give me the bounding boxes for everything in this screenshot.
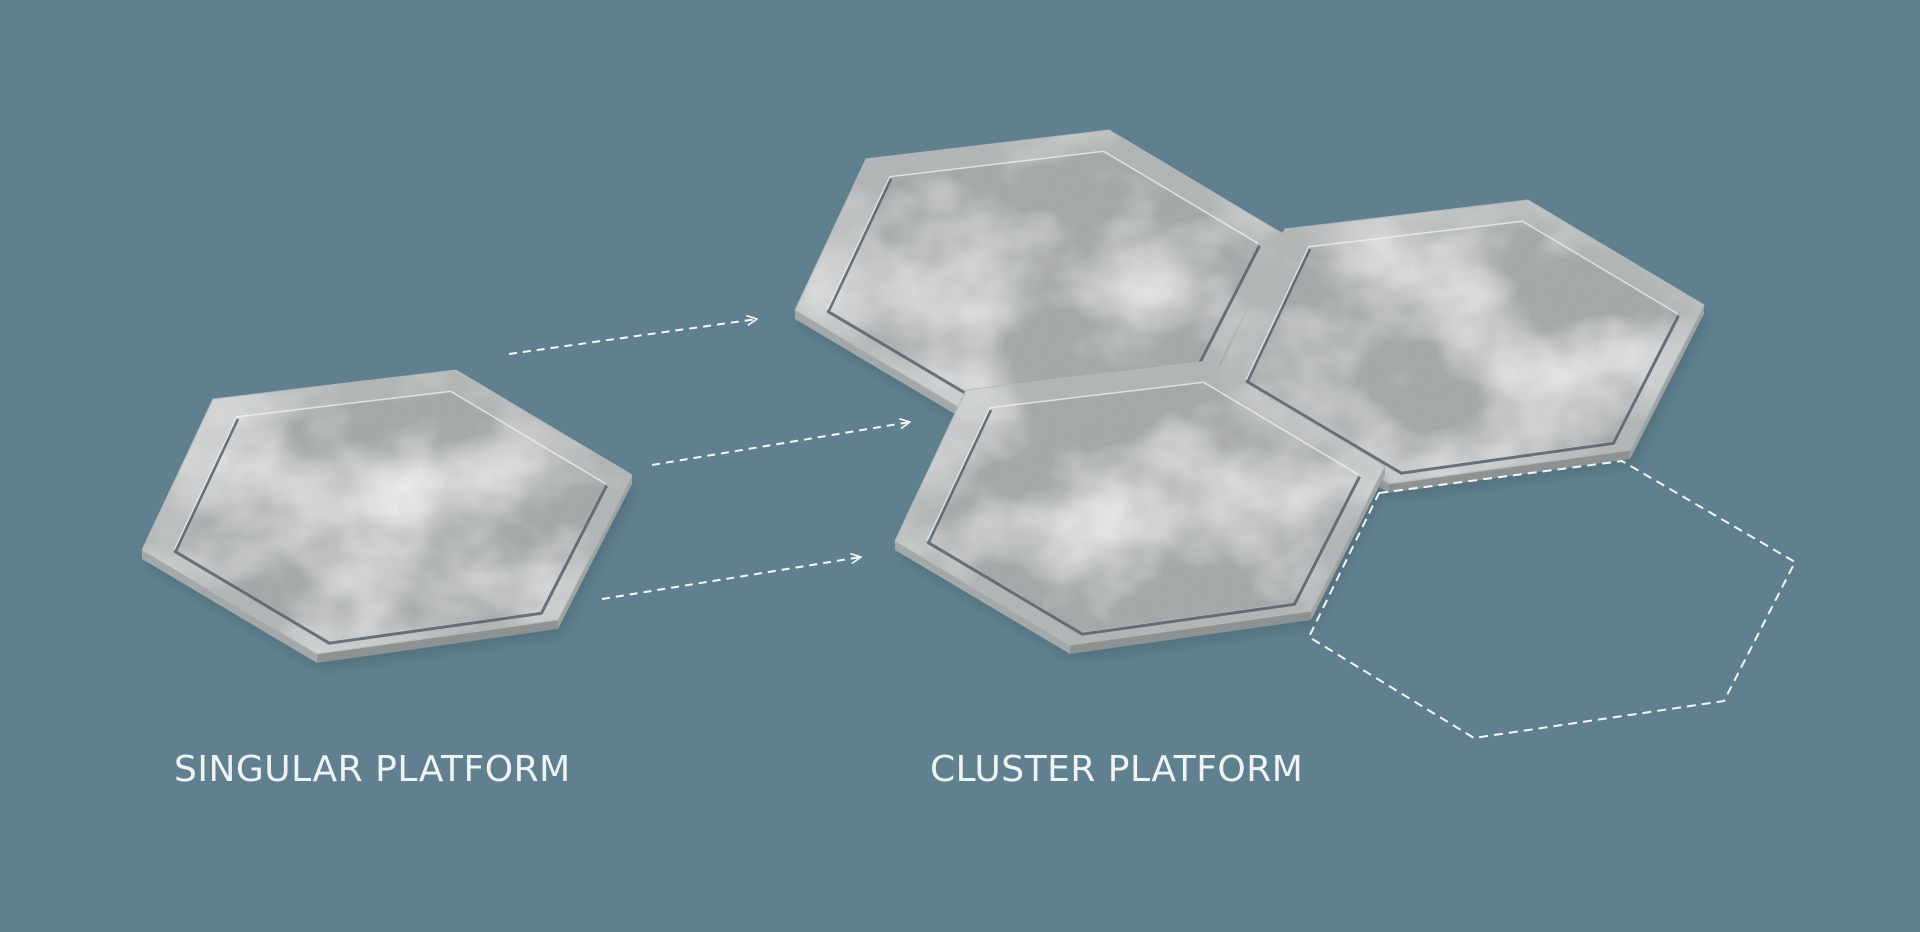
platform-side-face xyxy=(142,550,317,663)
platform-side-face xyxy=(317,620,558,663)
platform-groove xyxy=(173,418,608,645)
platform-groove xyxy=(926,409,1361,636)
platform-highlight xyxy=(826,150,1259,311)
platform-side-face xyxy=(795,310,970,423)
platform-highlight xyxy=(1245,220,1678,381)
platform-highlight xyxy=(926,381,1359,542)
platform-side-face xyxy=(895,541,1070,654)
arrow-upper xyxy=(508,319,757,355)
platform-highlight xyxy=(173,390,606,551)
platform-side-face xyxy=(1630,305,1704,459)
platforms-layer xyxy=(141,129,1708,669)
platform-outline xyxy=(894,360,1386,646)
platform-side-face xyxy=(1070,611,1311,654)
platform-outline xyxy=(141,369,633,655)
platform-side-face xyxy=(1389,450,1630,493)
platform-groove xyxy=(1245,248,1680,475)
platform-side-face xyxy=(1311,466,1385,620)
singular-platform-label: SINGULAR PLATFORM xyxy=(174,749,571,790)
arrow-lower xyxy=(601,557,861,600)
arrow-middle xyxy=(651,422,910,466)
platform-side-face xyxy=(558,475,632,629)
empty-platform-slot-outline xyxy=(1307,459,1797,740)
cluster-platform-label: CLUSTER PLATFORM xyxy=(930,749,1304,790)
singular-platform xyxy=(141,369,636,669)
